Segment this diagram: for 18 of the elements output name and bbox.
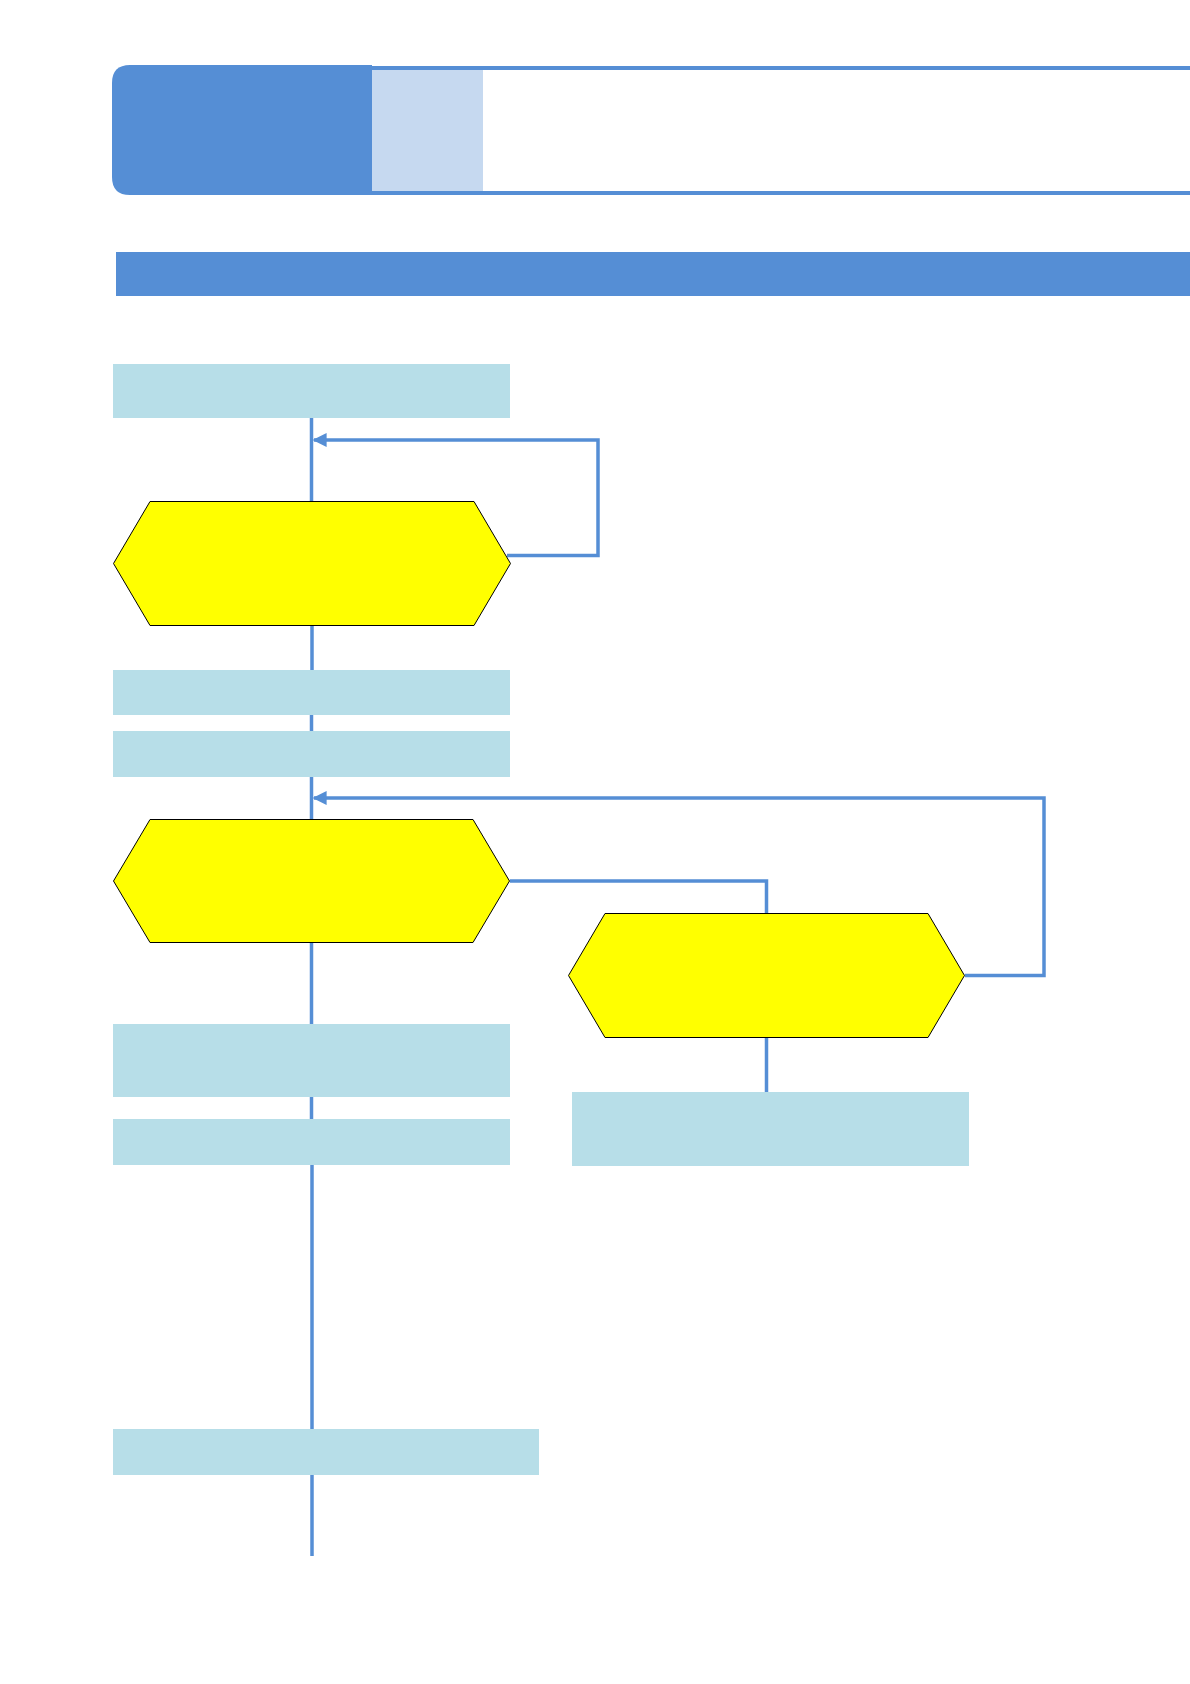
connector-line bbox=[764, 1038, 769, 1092]
connector-line bbox=[309, 777, 314, 819]
connector-line bbox=[310, 626, 314, 670]
process-box bbox=[113, 364, 510, 418]
connector-line bbox=[510, 879, 769, 913]
process-box bbox=[113, 670, 510, 715]
process-box bbox=[572, 1092, 969, 1166]
connector-line bbox=[310, 1165, 314, 1429]
process-box bbox=[113, 1429, 539, 1475]
arrow bbox=[312, 433, 600, 558]
connector-line bbox=[310, 1475, 314, 1556]
process-box bbox=[113, 731, 510, 777]
connector-line bbox=[309, 1097, 314, 1119]
arrow bbox=[312, 791, 1046, 978]
process-box bbox=[113, 1119, 510, 1165]
connector-line bbox=[309, 943, 314, 1024]
connector-line bbox=[309, 418, 314, 501]
process-box bbox=[113, 1024, 510, 1097]
